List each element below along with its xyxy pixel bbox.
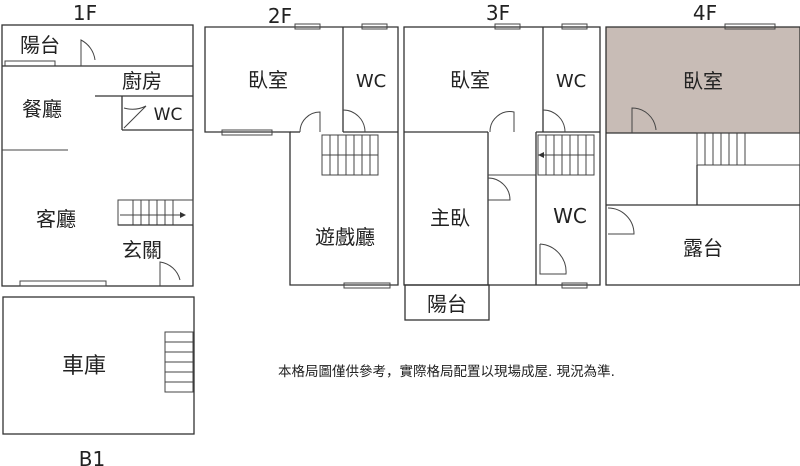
staircase bbox=[117, 199, 194, 226]
door-swing bbox=[299, 111, 321, 133]
staircase bbox=[696, 132, 800, 166]
room-label-terrace-4f: 露台 bbox=[683, 236, 723, 260]
floor-outline-1f bbox=[1, 24, 194, 287]
window bbox=[561, 23, 588, 30]
door-swing bbox=[542, 109, 566, 133]
door-swing bbox=[489, 111, 515, 133]
floor-2f: 2F 臥室 WC 遊戲廳 bbox=[204, 4, 399, 289]
disclaimer-note: 本格局圖僅供參考，實際格局配置以現場成屋. 現況為準. bbox=[278, 363, 615, 380]
window bbox=[361, 23, 388, 30]
room-label-bedroom-3f: 臥室 bbox=[450, 68, 490, 92]
room-label-wc-bottom-3f: WC bbox=[553, 204, 587, 228]
door-swing bbox=[487, 177, 511, 201]
room-label-garage-b1: 車庫 bbox=[62, 354, 106, 379]
floor-outline-3f bbox=[403, 26, 601, 286]
room-label-balcony-3f: 陽台 bbox=[427, 292, 467, 316]
floor-title-2f: 2F bbox=[268, 4, 292, 28]
floor-title-4f: 4F bbox=[693, 1, 717, 25]
floor-3f: 3F 臥室 WC 主臥 WC 陽台 bbox=[403, 1, 601, 321]
floor-title-1f: 1F bbox=[73, 1, 97, 25]
floor-title-3f: 3F bbox=[486, 1, 510, 25]
balcony-3f bbox=[404, 284, 490, 321]
stair-arrow bbox=[180, 212, 186, 218]
room-label-master-3f: 主臥 bbox=[430, 206, 470, 230]
floor-outline-2f bbox=[204, 26, 399, 286]
door-swing bbox=[80, 39, 96, 66]
window bbox=[494, 23, 521, 30]
window bbox=[4, 60, 56, 67]
floor-b1: 車庫 B1 bbox=[2, 296, 195, 466]
room-label-wc-2f: WC bbox=[356, 71, 386, 92]
window bbox=[561, 282, 588, 289]
door-swing bbox=[342, 109, 366, 133]
floor-title-b1: B1 bbox=[79, 447, 105, 466]
door-swing bbox=[159, 261, 181, 286]
door-swing bbox=[631, 107, 657, 133]
door-swing bbox=[123, 105, 147, 129]
room-label-living-1f: 客廳 bbox=[36, 207, 76, 231]
floor-outline-4f bbox=[605, 26, 800, 286]
room-label-balcony-1f: 陽台 bbox=[20, 33, 60, 57]
floor-4f: 4F 臥室 露台 bbox=[605, 1, 800, 286]
room-label-bedroom-4f: 臥室 bbox=[683, 69, 723, 93]
room-label-bedroom-2f: 臥室 bbox=[248, 68, 288, 92]
stair-arrow bbox=[538, 152, 544, 158]
door-swing bbox=[607, 207, 635, 235]
window bbox=[294, 23, 321, 30]
window bbox=[221, 129, 273, 136]
window bbox=[343, 282, 391, 289]
room-label-dining-1f: 餐廳 bbox=[22, 97, 62, 121]
door-swing bbox=[539, 243, 567, 275]
window bbox=[724, 23, 776, 30]
floor-1f: 1F 陽台 廚房 餐廳 WC 客廳 玄關 bbox=[1, 1, 194, 287]
room-label-kitchen-1f: 廚房 bbox=[122, 69, 162, 93]
room-label-wc-1f: WC bbox=[154, 105, 183, 125]
floor-outline-b1 bbox=[2, 296, 195, 435]
highlight-bedroom-4f bbox=[606, 27, 800, 133]
room-label-foyer-1f: 玄關 bbox=[122, 238, 162, 262]
room-label-wc-top-3f: WC bbox=[556, 71, 586, 92]
room-label-playroom-2f: 遊戲廳 bbox=[315, 225, 375, 249]
window bbox=[19, 280, 107, 287]
